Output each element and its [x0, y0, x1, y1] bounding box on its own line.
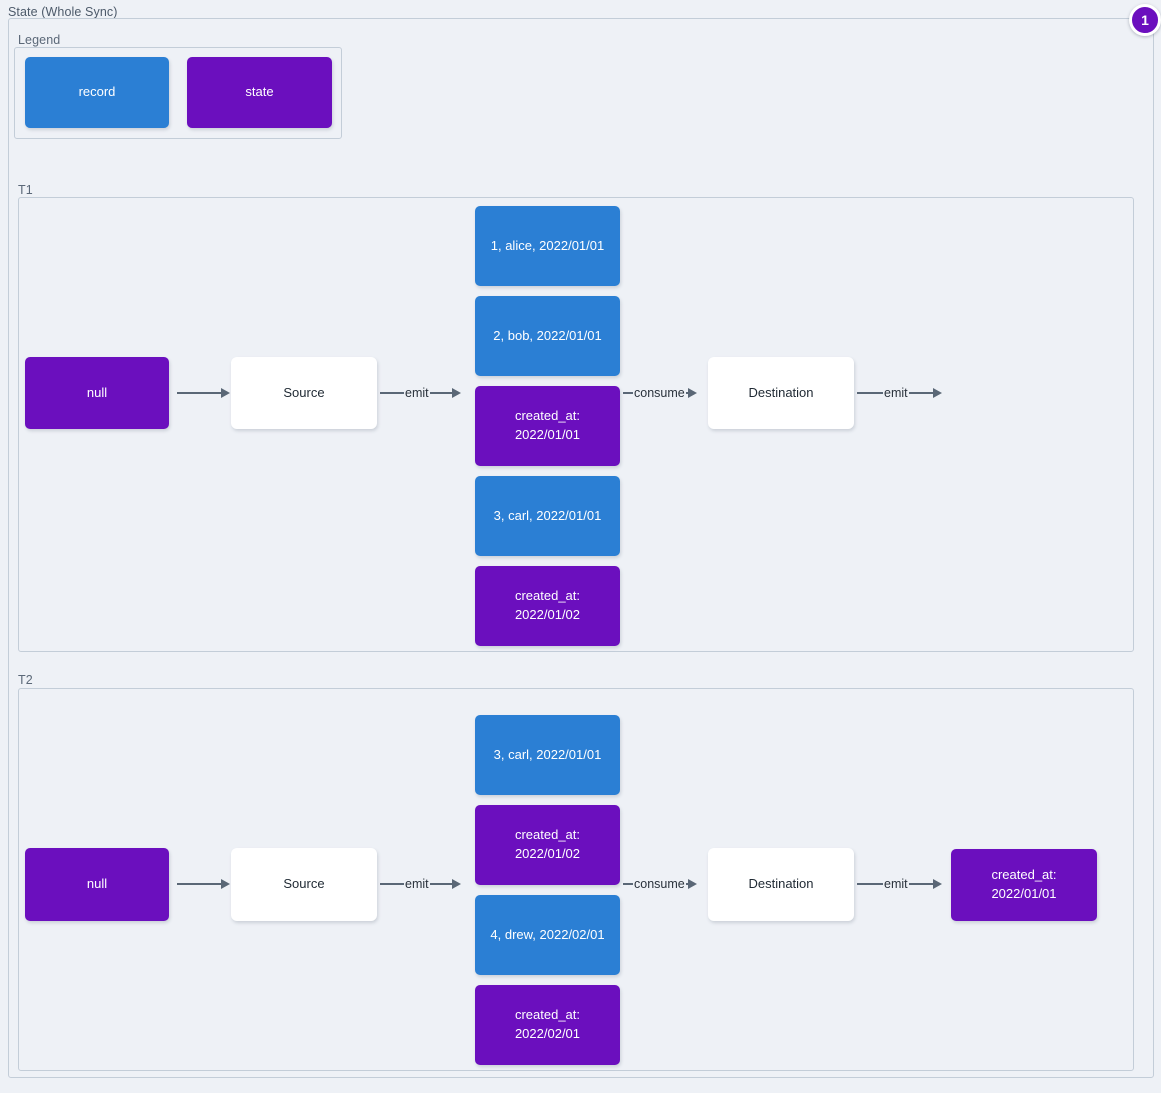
arrow-head-icon — [451, 879, 461, 889]
t2-stream-item-2: 4, drew, 2022/02/01 — [475, 895, 620, 975]
t1-source: Source — [231, 357, 377, 429]
t1-stream-item-3-label: 3, carl, 2022/01/01 — [493, 507, 602, 523]
t2-edge-consume: consume — [623, 875, 697, 893]
t1-destination-label: Destination — [748, 384, 814, 400]
t2-edge-source-emit-label: emit — [405, 876, 429, 891]
legend-swatch-state: state — [187, 57, 332, 128]
t1-stream-item-3: 3, carl, 2022/01/01 — [475, 476, 620, 556]
t2-destination: Destination — [708, 848, 854, 921]
t1-stream-item-2: created_at: 2022/01/01 — [475, 386, 620, 466]
arrow-head-icon — [221, 879, 230, 889]
t1-edge-consume-label: consume — [634, 385, 685, 400]
t1-initial-state: null — [25, 357, 169, 429]
t2-final-state-label: created_at: 2022/01/01 — [991, 867, 1057, 901]
t1-initial-state-label: null — [86, 384, 108, 400]
t1-edge-consume: consume — [623, 384, 697, 402]
arrow-head-icon — [687, 388, 697, 398]
arrow-head-icon — [932, 879, 942, 889]
t1-stream-item-1-label: 2, bob, 2022/01/01 — [493, 327, 602, 343]
t2-stream-item-0-label: 3, carl, 2022/01/01 — [493, 746, 602, 762]
legend-swatch-record-label: record — [78, 84, 116, 100]
t2-final-state: created_at: 2022/01/01 — [951, 849, 1097, 921]
t2-stream-item-3: created_at: 2022/02/01 — [475, 985, 620, 1065]
t2-initial-state-label: null — [86, 876, 108, 892]
t1-edge-source-emit-label: emit — [405, 385, 429, 400]
t1-stream-item-4-label: created_at: 2022/01/02 — [514, 588, 581, 622]
step-badge-label: 1 — [1141, 12, 1149, 28]
t2-edge-destination-emit: emit — [857, 875, 942, 893]
t2-edge-source-emit: emit — [380, 875, 461, 893]
t2-edge-destination-emit-label: emit — [884, 876, 908, 891]
t2-stream-item-3-label: created_at: 2022/02/01 — [514, 1007, 581, 1041]
legend-swatch-record: record — [25, 57, 169, 128]
legend-label: Legend — [18, 33, 61, 47]
legend-swatch-state-label: state — [245, 84, 274, 100]
arrow-head-icon — [932, 388, 942, 398]
group-label-t2: T2 — [18, 673, 33, 687]
t1-edge-destination-emit-label: emit — [884, 385, 908, 400]
t1-stream-item-0-label: 1, alice, 2022/01/01 — [490, 237, 605, 253]
t2-destination-label: Destination — [748, 876, 814, 892]
t1-stream-item-2-label: created_at: 2022/01/01 — [514, 408, 581, 442]
t2-source-label: Source — [283, 876, 325, 892]
t2-edge-consume-label: consume — [634, 876, 685, 891]
t1-stream-item-4: created_at: 2022/01/02 — [475, 566, 620, 646]
t1-source-label: Source — [283, 384, 325, 400]
t1-edge-source-emit: emit — [380, 384, 461, 402]
t2-stream-item-0: 3, carl, 2022/01/01 — [475, 715, 620, 795]
t1-edge-state-to-source — [177, 384, 231, 402]
t2-source: Source — [231, 848, 377, 921]
t1-stream-item-0: 1, alice, 2022/01/01 — [475, 206, 620, 286]
t1-destination: Destination — [708, 357, 854, 429]
t1-stream-item-1: 2, bob, 2022/01/01 — [475, 296, 620, 376]
step-badge[interactable]: 1 — [1129, 4, 1161, 36]
t2-stream-item-1-label: created_at: 2022/01/02 — [514, 827, 581, 861]
t2-initial-state: null — [25, 848, 169, 921]
t2-edge-state-to-source — [177, 875, 231, 893]
page-title: State (Whole Sync) — [8, 5, 118, 19]
t1-edge-destination-emit: emit — [857, 384, 942, 402]
group-label-t1: T1 — [18, 183, 33, 197]
t2-stream-item-2-label: 4, drew, 2022/02/01 — [490, 926, 605, 942]
arrow-head-icon — [451, 388, 461, 398]
arrow-head-icon — [221, 388, 230, 398]
t2-stream-item-1: created_at: 2022/01/02 — [475, 805, 620, 885]
arrow-head-icon — [687, 879, 697, 889]
